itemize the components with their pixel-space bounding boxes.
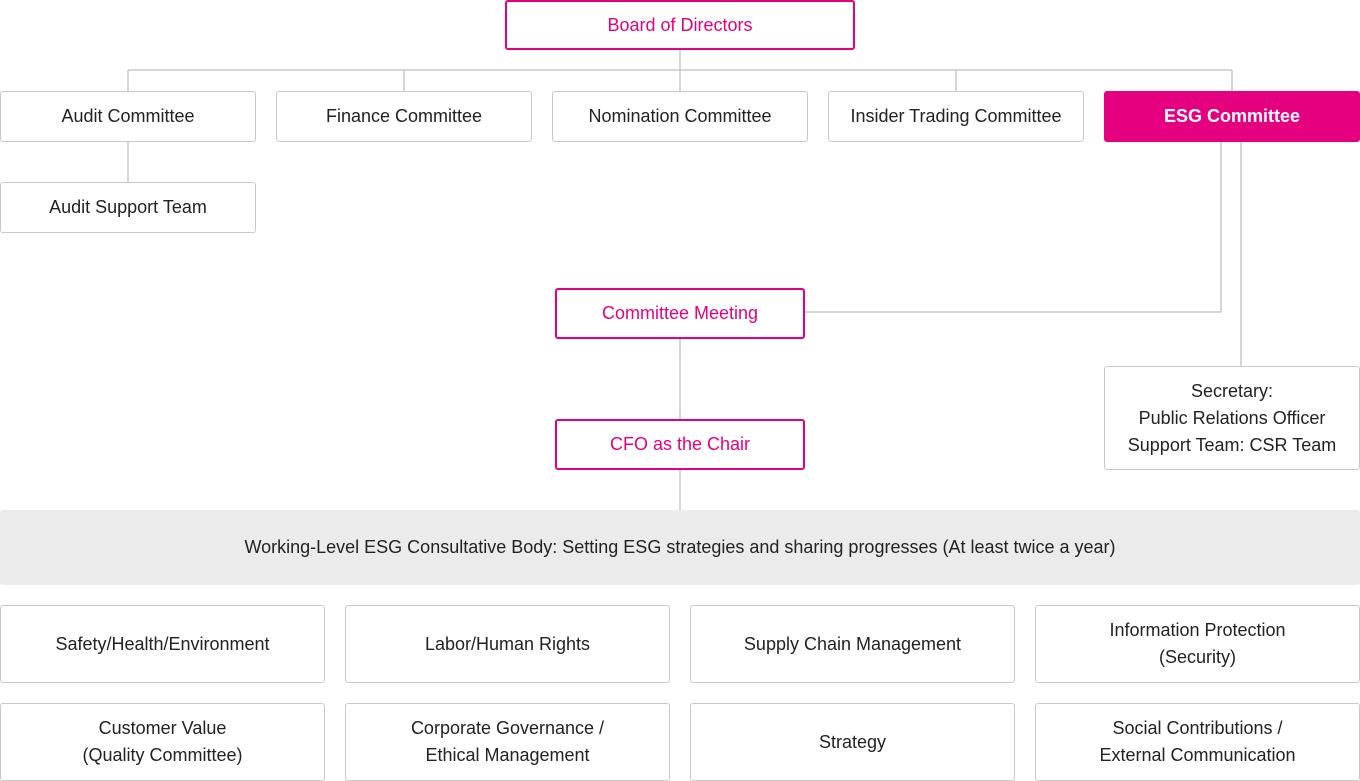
committee-meeting: Committee Meeting [555, 288, 805, 339]
area-information-protection: Information Protection (Security) [1035, 605, 1360, 683]
working-level-esg-body: Working-Level ESG Consultative Body: Set… [0, 510, 1360, 585]
cfo-chair: CFO as the Chair [555, 419, 805, 470]
esg-committee: ESG Committee [1104, 91, 1360, 142]
area-safety-health-environment: Safety/Health/Environment [0, 605, 325, 683]
board-of-directors: Board of Directors [505, 0, 855, 50]
area-corporate-governance: Corporate Governance / Ethical Managemen… [345, 703, 670, 781]
secretary-box: Secretary: Public Relations Officer Supp… [1104, 366, 1360, 470]
audit-committee: Audit Committee [0, 91, 256, 142]
area-labor-human-rights: Labor/Human Rights [345, 605, 670, 683]
insider-trading-committee: Insider Trading Committee [828, 91, 1084, 142]
finance-committee: Finance Committee [276, 91, 532, 142]
audit-support-team: Audit Support Team [0, 182, 256, 233]
area-supply-chain-management: Supply Chain Management [690, 605, 1015, 683]
area-social-contributions: Social Contributions / External Communic… [1035, 703, 1360, 781]
area-customer-value: Customer Value (Quality Committee) [0, 703, 325, 781]
area-strategy: Strategy [690, 703, 1015, 781]
nomination-committee: Nomination Committee [552, 91, 808, 142]
